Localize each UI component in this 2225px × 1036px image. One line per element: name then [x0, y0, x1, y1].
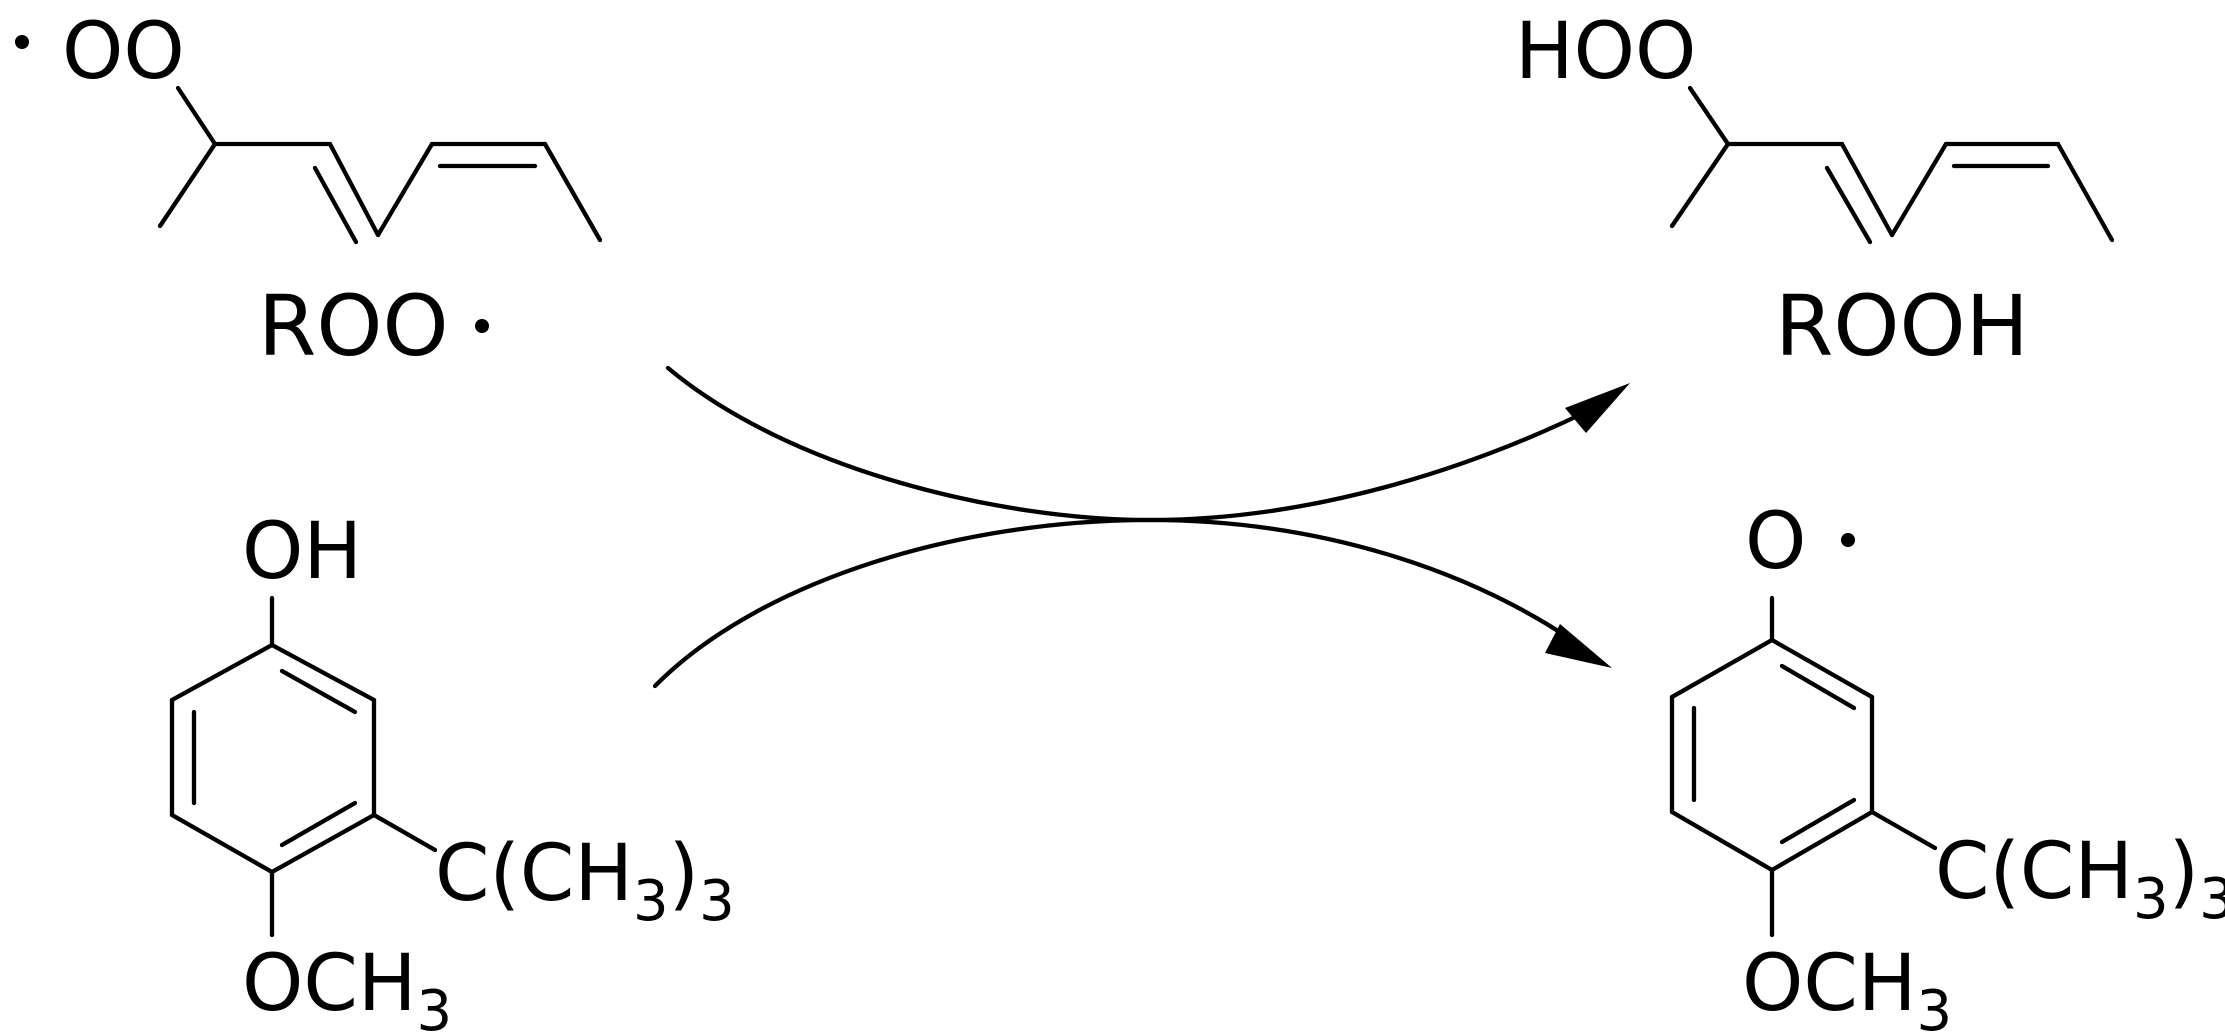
reaction-arrows — [652, 365, 1630, 689]
radical-dot — [15, 35, 29, 49]
hydroperoxide-molecule: HOO ROOH — [1515, 7, 2115, 375]
arrow-head-icon — [1545, 624, 1612, 668]
hydroperoxide-group-label: HOO — [1515, 7, 1696, 97]
phenoxyl-methoxy-label: OCH3 — [1742, 939, 1952, 1036]
arrow-roo-to-rooh — [665, 365, 1603, 523]
radical-dot — [475, 319, 489, 333]
phenoxyl-oxygen-label: O — [1745, 497, 1806, 587]
phenol-methoxy-label: OCH3 — [242, 939, 452, 1036]
phenol-hydroxyl-label: OH — [242, 507, 362, 597]
phenol-tert-butyl-label: C(CH3)3 — [435, 829, 735, 934]
phenol-ring-bonds — [169, 595, 438, 938]
phenoxyl-radical-molecule: O C(CH3)3 OCH3 — [1669, 497, 2225, 1036]
phenol-molecule: OH C(CH3)3 OCH3 — [169, 507, 735, 1036]
peroxyl-radical-molecule: OO ROO — [15, 7, 603, 375]
arrow-head-icon — [1565, 383, 1630, 433]
peroxyl-name-label: ROO — [258, 277, 449, 375]
phenoxyl-ring-bonds — [1669, 595, 1938, 938]
peroxyl-group-label: OO — [62, 7, 185, 97]
radical-dot — [1841, 533, 1855, 547]
arrow-phenol-to-phenoxyl — [652, 517, 1581, 689]
peroxyl-skeleton-bonds — [157, 85, 603, 245]
hydroperoxide-name-label: ROOH — [1775, 277, 2029, 375]
hydroperoxide-skeleton-bonds — [1669, 85, 2115, 245]
phenoxyl-tert-butyl-label: C(CH3)3 — [1935, 827, 2225, 932]
